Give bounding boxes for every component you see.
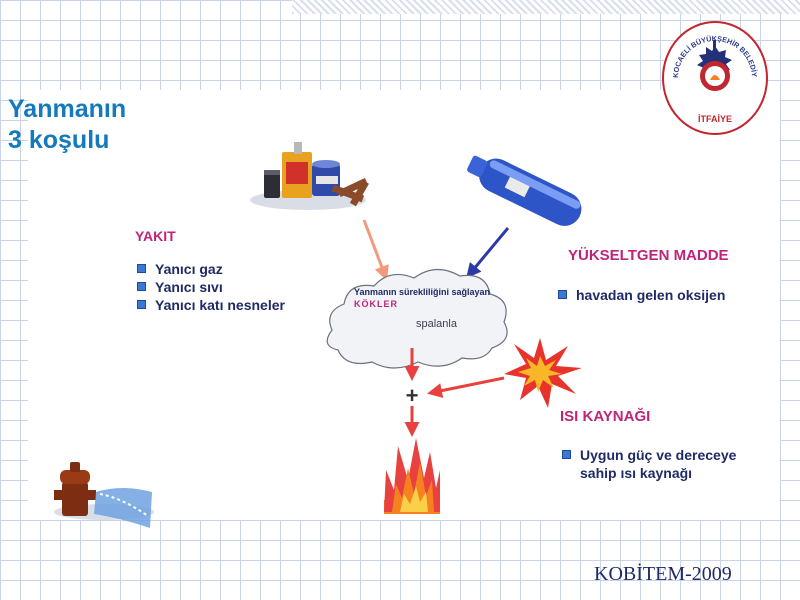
fire-hydrant-icon bbox=[54, 462, 154, 528]
heat-list: Uygun güç ve dereceye sahip ısı kaynağı bbox=[560, 446, 770, 482]
list-item: Yanıcı sıvı bbox=[135, 278, 285, 296]
cloud-label-prefix: Yanmanın sürekliliğini sağlayan bbox=[354, 287, 491, 297]
fuel-cans-icon bbox=[250, 142, 369, 210]
list-item: Yanıcı gaz bbox=[135, 260, 285, 278]
list-item: havadan gelen oksijen bbox=[556, 286, 725, 304]
cloud-partial-text: spalanla bbox=[416, 318, 457, 330]
cloud-label-highlight: KÖKLER bbox=[354, 299, 398, 309]
list-item: Uygun güç ve dereceye sahip ısı kaynağı bbox=[560, 446, 770, 482]
list-item: Yanıcı katı nesneler bbox=[135, 296, 285, 314]
logo-emblem: KOCAELİ BÜYÜKŞEHİR BELEDİYESİ İTFAİYE bbox=[660, 18, 768, 135]
gas-cylinder-icon bbox=[467, 155, 582, 226]
fuel-list: Yanıcı gaz Yanıcı sıvı Yanıcı katı nesne… bbox=[135, 260, 285, 314]
spark-icon bbox=[504, 338, 582, 408]
heat-arrow bbox=[427, 376, 505, 398]
page-title: Yanmanın 3 koşulu bbox=[8, 94, 126, 156]
cloud-label: Yanmanın sürekliliğini sağlayan KÖKLER bbox=[354, 286, 504, 310]
oxidizer-heading: YÜKSELTGEN MADDE bbox=[568, 247, 729, 264]
heat-heading: ISI KAYNAĞI bbox=[560, 408, 651, 425]
flame-icon bbox=[384, 438, 440, 514]
oxidizer-arrow bbox=[466, 227, 510, 279]
cloud-icon bbox=[326, 268, 508, 369]
plus-sign: + bbox=[406, 383, 419, 408]
fuel-arrow bbox=[362, 219, 389, 281]
title-line-2: 3 koşulu bbox=[8, 126, 110, 154]
footer-text: KOBİTEM-2009 bbox=[594, 563, 732, 585]
fuel-heading: YAKIT bbox=[135, 228, 176, 244]
logo-bottom-text: İTFAİYE bbox=[698, 114, 732, 124]
title-line-1: Yanmanın bbox=[8, 95, 127, 123]
oxidizer-list: havadan gelen oksijen bbox=[556, 286, 725, 304]
header-stripe bbox=[292, 0, 800, 14]
